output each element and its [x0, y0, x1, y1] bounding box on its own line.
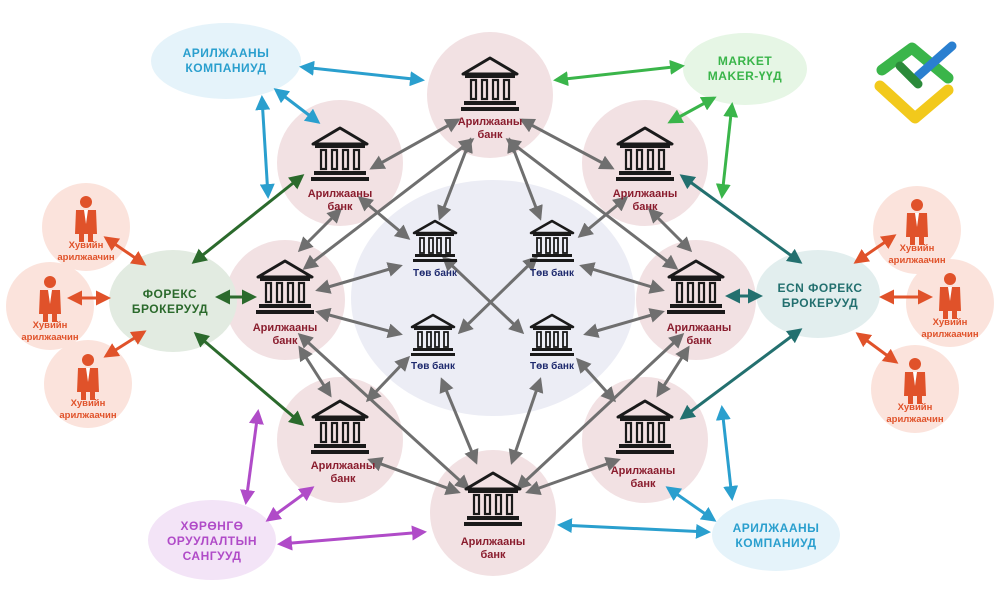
commercial-bank: Арилжааны банк: [308, 126, 373, 213]
ecn-brokers-line1: ECN ФОРЕКС: [777, 281, 862, 295]
retail-trader-line1: Хувийн: [69, 240, 104, 251]
retail-trader-line2: арилжаачин: [886, 414, 943, 425]
retail-trader: Хувийн арилжаачин: [886, 358, 944, 425]
ecn-brokers-bubble: [756, 250, 880, 338]
forex-broker-arrows: [191, 174, 305, 426]
bank-label-line2: банк: [630, 478, 656, 490]
bank-label-line2: банк: [686, 335, 712, 347]
investment-fund-arrows: [240, 409, 427, 551]
ecn-brokers-line2: БРОКЕРУУД: [782, 296, 858, 310]
market-makers-bubble: [683, 33, 807, 105]
retail-trader: Хувийн арилжаачин: [21, 276, 79, 343]
commercial-bank: Арилжааны банк: [611, 399, 676, 490]
ecn-broker-arrows: [679, 174, 803, 420]
central-bank-label: Төв банк: [411, 360, 456, 372]
trading-companies-bottom-line2: КОМПАНИУД: [735, 536, 816, 550]
brand-logo: [874, 41, 957, 124]
retail-trader-line1: Хувийн: [898, 402, 933, 413]
investment-funds-line2: ОРУУЛАЛТЫН: [167, 534, 257, 548]
retail-trader-line1: Хувийн: [900, 243, 935, 254]
market-makers-line2: MAKER-ҮҮД: [708, 69, 782, 83]
investment-funds: ХӨРӨНГӨ ОРУУЛАЛТЫН САНГУУД: [167, 519, 257, 563]
bank-label-line2: банк: [632, 201, 658, 213]
investment-funds-line1: ХӨРӨНГӨ: [181, 519, 244, 533]
forex-brokers-line1: ФОРЕКС: [143, 287, 197, 301]
retail-trader: Хувийн арилжаачин: [57, 196, 115, 263]
bank-label-line1: Арилжааны: [667, 322, 732, 334]
trading-companies-bottom-bubble: [712, 499, 840, 571]
bank-label-line2: банк: [272, 335, 298, 347]
bank-label-line1: Арилжааны: [308, 188, 373, 200]
bank-label-line1: Арилжааны: [458, 116, 523, 128]
trading-companies-bottom-line1: АРИЛЖААНЫ: [733, 521, 820, 535]
bank-label-line1: Арилжааны: [461, 536, 526, 548]
central-bank: Төв банк: [409, 313, 457, 372]
bank-label-line2: банк: [327, 201, 353, 213]
bank-label-line1: Арилжааны: [311, 460, 376, 472]
retail-trader-line1: Хувийн: [33, 320, 68, 331]
ecn-brokers: ECN ФОРЕКС БРОКЕРУУД: [777, 281, 862, 310]
commercial-bank: Арилжааны банк: [461, 471, 526, 561]
retail-trader-line2: арилжаачин: [921, 329, 978, 340]
trading-companies-bottom: АРИЛЖААНЫ КОМПАНИУД: [733, 521, 820, 550]
bank-label-line1: Арилжааны: [611, 465, 676, 477]
market-makers-line1: MARKET: [718, 54, 772, 68]
trading-companies-top-bubble: [151, 23, 301, 99]
retail-trader: Хувийн арилжаачин: [921, 273, 979, 340]
investment-funds-line3: САНГУУД: [183, 549, 242, 563]
central-bank-label: Төв банк: [530, 360, 575, 372]
retail-trader-arrows: [67, 234, 933, 364]
market-makers: MARKET MAKER-ҮҮД: [708, 54, 782, 83]
commercial-bank: Арилжааны банк: [309, 399, 376, 485]
central-bank-label: Төв банк: [530, 267, 575, 279]
retail-trader-line2: арилжаачин: [888, 255, 945, 266]
bank-circle: [225, 240, 345, 360]
retail-trader-line2: арилжаачин: [57, 252, 114, 263]
commercial-bank: Арилжааны банк: [458, 56, 523, 141]
retail-trader-line1: Хувийн: [933, 317, 968, 328]
central-bank: Төв банк: [528, 219, 576, 279]
commercial-bank: Арилжааны банк: [665, 259, 732, 347]
commercial-bank: Арилжааны банк: [613, 126, 678, 213]
retail-trader-line2: арилжаачин: [59, 410, 116, 421]
investment-funds-bubble: [148, 500, 276, 580]
trading-companies-top: АРИЛЖААНЫ КОМПАНИУД: [183, 46, 270, 75]
retail-trader: Хувийн арилжаачин: [888, 199, 946, 266]
bank-label-line2: банк: [480, 549, 506, 561]
forex-brokers-bubble: [109, 250, 237, 352]
retail-trader: Хувийн арилжаачин: [59, 354, 117, 421]
bank-label-line1: Арилжааны: [613, 188, 678, 200]
forex-brokers: ФОРЕКС БРОКЕРУУД: [132, 287, 208, 316]
forex-brokers-line2: БРОКЕРУУД: [132, 302, 208, 316]
retail-trader-line2: арилжаачин: [21, 332, 78, 343]
commercial-bank: Арилжааны банк: [253, 259, 318, 347]
central-bank: Төв банк: [528, 313, 576, 372]
trading-companies-top-line2: КОМПАНИУД: [185, 61, 266, 75]
bank-label-line2: банк: [330, 473, 356, 485]
bank-label-line1: Арилжааны: [253, 322, 318, 334]
central-bank-label: Төв банк: [413, 267, 458, 279]
bank-label-line2: банк: [477, 129, 503, 141]
trading-companies-top-line1: АРИЛЖААНЫ: [183, 46, 270, 60]
retail-trader-line1: Хувийн: [71, 398, 106, 409]
central-bank: Төв банк: [411, 219, 459, 279]
